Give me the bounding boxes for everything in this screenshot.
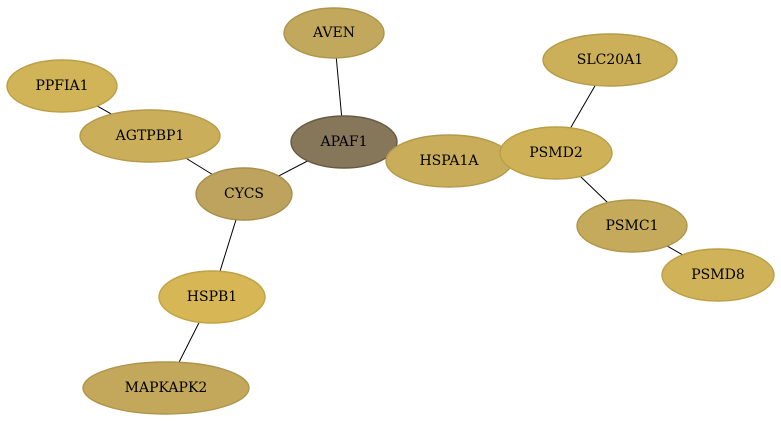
node-label-cycs: CYCS — [224, 186, 264, 202]
node-ppfia1[interactable]: PPFIA1 — [6, 59, 118, 113]
node-agtpbp1[interactable]: AGTPBP1 — [79, 109, 221, 163]
node-label-psmd2: PSMD2 — [529, 145, 582, 161]
node-shape-aven — [283, 7, 385, 59]
node-psmd2[interactable]: PSMD2 — [499, 126, 613, 180]
node-shape-ppfia1 — [6, 59, 118, 113]
node-label-hspb1: HSPB1 — [187, 289, 237, 305]
node-psmd8[interactable]: PSMD8 — [661, 248, 775, 302]
node-label-agtpbp1: AGTPBP1 — [115, 128, 185, 144]
node-shape-psmc1 — [576, 199, 688, 253]
node-label-ppfia1: PPFIA1 — [35, 78, 88, 94]
node-shape-agtpbp1 — [79, 109, 221, 163]
node-shape-psmd2 — [499, 126, 613, 180]
node-label-apaf1: APAF1 — [320, 134, 368, 150]
node-shape-psmd8 — [661, 248, 775, 302]
node-label-psmc1: PSMC1 — [606, 218, 659, 234]
node-label-hspa1a: HSPA1A — [419, 153, 479, 169]
node-label-slc20a1: SLC20A1 — [577, 52, 643, 68]
node-shape-cycs — [195, 167, 293, 221]
node-hspa1a[interactable]: HSPA1A — [385, 134, 513, 188]
node-apaf1[interactable]: APAF1 — [290, 115, 398, 169]
node-shape-hspb1 — [158, 270, 266, 324]
node-shape-slc20a1 — [542, 33, 678, 87]
node-hspb1[interactable]: HSPB1 — [158, 270, 266, 324]
node-mapkapk2[interactable]: MAPKAPK2 — [82, 361, 250, 415]
node-slc20a1[interactable]: SLC20A1 — [542, 33, 678, 87]
node-label-mapkapk2: MAPKAPK2 — [125, 380, 208, 396]
node-cycs[interactable]: CYCS — [195, 167, 293, 221]
node-shape-mapkapk2 — [82, 361, 250, 415]
node-shape-apaf1 — [290, 115, 398, 169]
node-psmc1[interactable]: PSMC1 — [576, 199, 688, 253]
node-aven[interactable]: AVEN — [283, 7, 385, 59]
node-label-aven: AVEN — [312, 25, 355, 41]
node-label-psmd8: PSMD8 — [691, 267, 744, 283]
